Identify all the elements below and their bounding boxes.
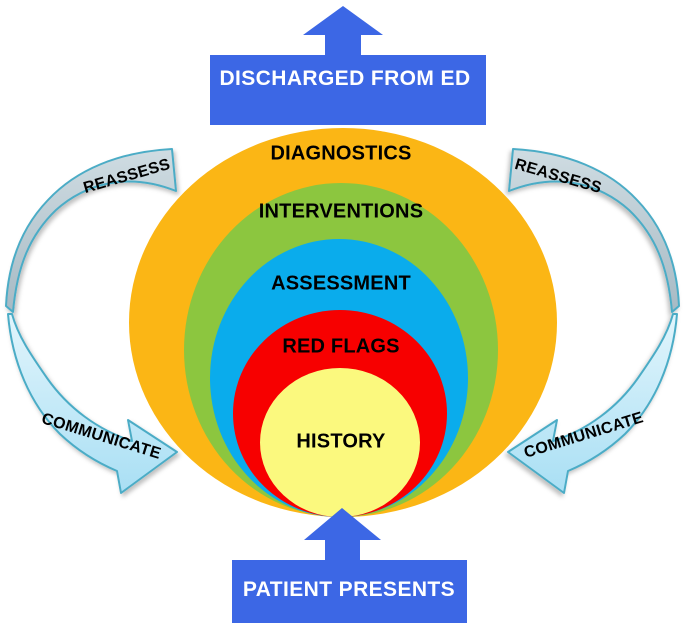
communicate-arrow-right <box>507 313 678 494</box>
ring-label-assessment: ASSESSMENT <box>271 272 411 295</box>
communicate-arrow-left <box>7 313 178 494</box>
discharged-banner-box <box>210 55 486 125</box>
ring-label-diagnostics: DIAGNOSTICS <box>270 142 412 165</box>
patient-banner-label: PATIENT PRESENTS <box>242 578 456 601</box>
ring-label-interventions: INTERVENTIONS <box>258 200 424 223</box>
ring-label-red-flags: RED FLAGS <box>282 335 400 358</box>
ring-history <box>260 368 420 517</box>
discharged-banner-label: DISCHARGED FROM ED <box>219 67 471 90</box>
discharged-up-arrow <box>303 6 383 57</box>
reassess-band-left <box>5 148 177 313</box>
reassess-band-right <box>508 148 680 313</box>
patient-up-arrow <box>304 508 381 562</box>
patient-banner-box <box>232 560 467 623</box>
ring-label-history: HISTORY <box>296 430 386 453</box>
